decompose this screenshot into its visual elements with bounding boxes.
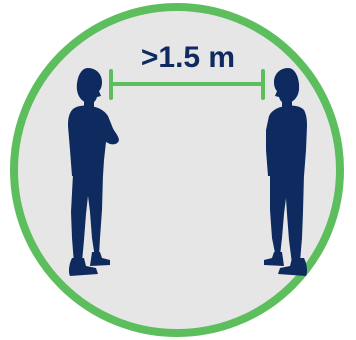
distance-label: >1.5 m (141, 41, 235, 74)
